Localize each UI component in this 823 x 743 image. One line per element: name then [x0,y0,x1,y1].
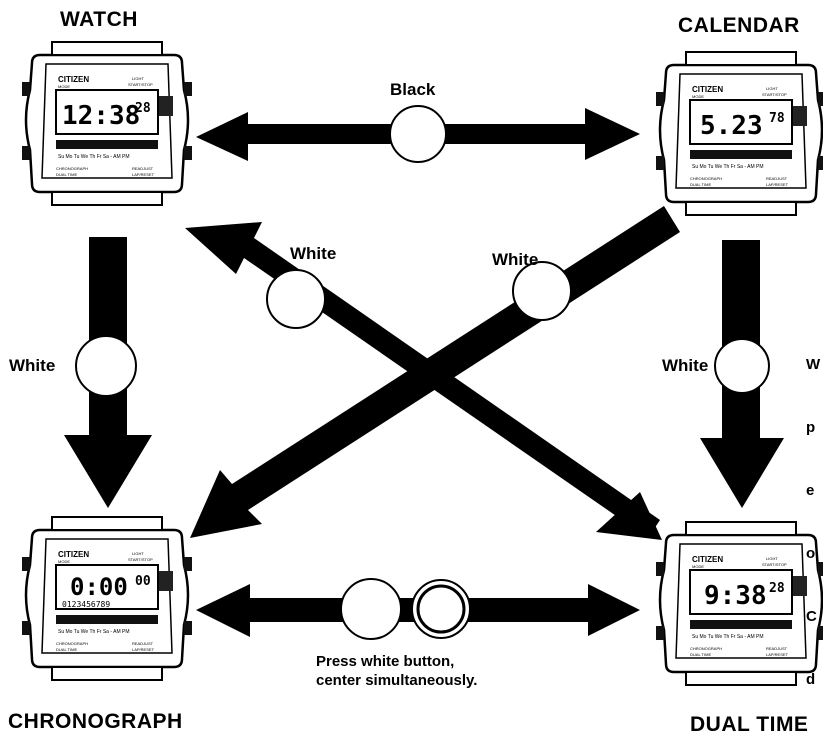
days-label: Su Mo Tu We Th Fr Sa - AM PM [58,629,130,635]
days-label: Su Mo Tu We Th Fr Sa - AM PM [692,164,764,170]
mode-label: MODE [692,94,704,99]
display-seconds: 28 [769,581,785,596]
days-label: Su Mo Tu We Th Fr Sa - AM PM [58,154,130,160]
days-label: Su Mo Tu We Th Fr Sa - AM PM [692,634,764,640]
label-white-right: White [662,356,709,375]
side-note-line: e [806,482,815,499]
lapreset-label: LAP/RESET [766,182,789,187]
mode-label: MODE [692,564,704,569]
side-note-line: o [806,545,816,562]
caption-line-1: Press white button, [316,653,455,670]
readjust-label: READJUST [132,641,154,646]
readjust-label: READJUST [766,176,788,181]
brand-label: CITIZEN [692,85,723,94]
dualtime-label: DUAL TIME [56,172,77,177]
brand-label: CITIZEN [58,550,89,559]
start-stop-label: START/STOP [762,92,787,97]
display-time: 9:38 [704,581,767,611]
start-stop-label: START/STOP [762,562,787,567]
display-date: 5.23 [700,111,763,141]
mode-title-chronograph: CHRONOGRAPH [8,710,183,733]
button-circle-white-right [714,338,770,394]
start-stop-label: START/STOP [128,82,153,87]
lapreset-label: LAP/RESET [766,652,789,657]
label-white-diagonal-right: White [492,250,539,269]
watch-illustration-watch: CITIZEN MODE LIGHT START/STOP 12:38 28 S… [20,40,194,207]
chrono-label: CHRONOGRAPH [56,641,88,646]
readjust-label: READJUST [132,166,154,171]
start-stop-label: START/STOP [128,557,153,562]
side-note-line: C [806,608,817,625]
mode-title-watch: WATCH [60,8,138,31]
chrono-label: CHRONOGRAPH [690,646,722,651]
display-hundredths: 00 [135,574,151,589]
chrono-label: CHRONOGRAPH [56,166,88,171]
watch-illustration-calendar: CITIZEN MODE LIGHT START/STOP 5.23 78 Su… [654,50,823,217]
button-circle-center-bottom [411,579,471,639]
side-note-line: d [806,671,816,688]
button-circle-white-diagonal-right [512,261,572,321]
button-circle-center-bottom-inner [416,584,466,634]
button-circle-white-bottom [340,578,402,640]
mode-label: MODE [58,84,70,89]
light-label: LIGHT [132,551,144,556]
display-seconds: 28 [135,101,151,116]
display-time: 12:38 [62,101,140,131]
side-note-line: W [806,356,821,373]
label-black-button: Black [390,80,436,99]
light-label: LIGHT [766,86,778,91]
dualtime-label: DUAL TIME [690,182,711,187]
lapreset-label: LAP/RESET [132,172,155,177]
watch-illustration-chronograph: CITIZEN MODE LIGHT START/STOP 0:00 00 01… [20,515,194,682]
readjust-label: READJUST [766,646,788,651]
watch-illustration-dual-time: CITIZEN MODE LIGHT START/STOP 9:38 28 Su… [654,520,823,687]
display-digits: 0123456789 [62,600,110,609]
button-circle-white-diagonal-left [266,269,326,329]
button-circle-white-left [75,335,137,397]
light-label: LIGHT [132,76,144,81]
label-white-left: White [9,356,56,375]
lapreset-label: LAP/RESET [132,647,155,652]
button-circle-black [389,105,447,163]
brand-label: CITIZEN [58,75,89,84]
display-day: 78 [769,111,785,126]
mode-title-dual-time: DUAL TIME [690,713,809,736]
side-note: W p e o C d [806,312,823,711]
mode-title-calendar: CALENDAR [678,14,800,37]
chrono-label: CHRONOGRAPH [690,176,722,181]
arrow-diagonal-to-dualtime-head [596,492,662,540]
display-time: 0:00 [70,573,128,601]
brand-label: CITIZEN [692,555,723,564]
label-white-diagonal-left: White [290,244,337,263]
caption-line-2: center simultaneously. [316,672,478,689]
mode-label: MODE [58,559,70,564]
dualtime-label: DUAL TIME [690,652,711,657]
side-note-line: p [806,419,816,436]
dualtime-label: DUAL TIME [56,647,77,652]
light-label: LIGHT [766,556,778,561]
